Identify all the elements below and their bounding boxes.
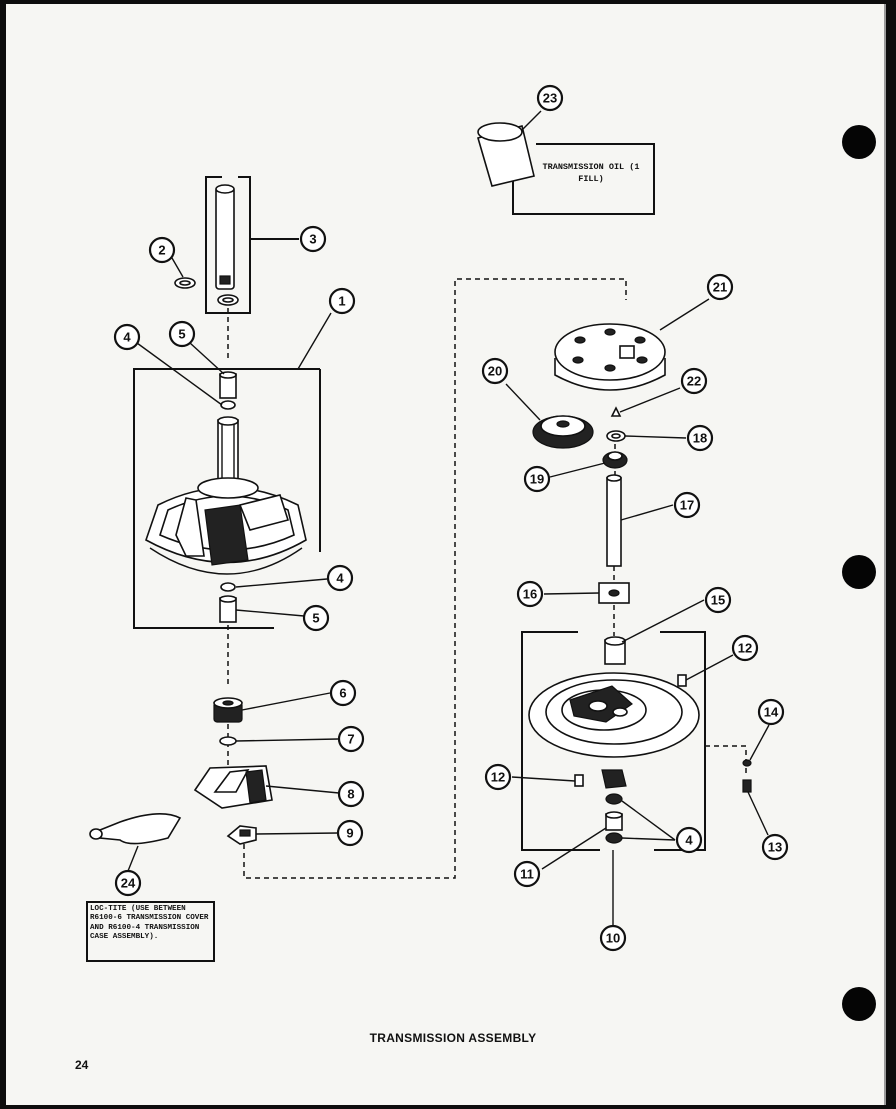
punch-hole-top: [842, 125, 876, 159]
washer-part-7: [219, 736, 237, 746]
svg-text:12: 12: [491, 770, 505, 785]
callout-20: 20: [481, 357, 509, 385]
svg-text:14: 14: [764, 705, 779, 720]
callout-14: 14: [757, 698, 785, 726]
seal-part-4-top: [220, 400, 236, 410]
callout-9: 9: [336, 819, 364, 847]
transmission-case-part-1: [145, 416, 307, 575]
large-gear-part-20: [532, 415, 594, 449]
svg-text:3: 3: [309, 232, 316, 247]
loctite-tube-part-24: [89, 813, 182, 845]
parts-diagram-page: 1 2 3 4 5 4 5 6 7 8 9 24 23 21 20 22 18 …: [6, 4, 886, 1105]
svg-text:19: 19: [530, 472, 544, 487]
svg-text:7: 7: [347, 732, 354, 747]
washer-part-2: [174, 277, 196, 289]
callout-numbers: 1 2 3 4 5 4 5 6 7 8 9 24 23 21 20 22 18 …: [113, 84, 789, 952]
svg-text:20: 20: [488, 364, 502, 379]
callout-13: 13: [761, 833, 789, 861]
svg-text:10: 10: [606, 931, 620, 946]
pulley-part-21: [554, 323, 666, 391]
seal-part-4-right-bottom: [605, 832, 623, 844]
transmission-oil-note: TRANSMISSION OIL (1 FILL): [542, 162, 640, 184]
diagram-title: TRANSMISSION ASSEMBLY: [369, 1031, 537, 1045]
shaft-part-17: [606, 474, 622, 567]
callout-12-bottom: 12: [484, 763, 512, 791]
callout-24: 24: [114, 869, 142, 897]
pin-part-22: [610, 406, 622, 417]
callout-4-top: 4: [113, 323, 141, 351]
svg-text:6: 6: [339, 686, 346, 701]
loctite-note: LOC-TITE (USE BETWEEN R6100-6 TRANSMISSI…: [90, 905, 209, 942]
svg-text:23: 23: [543, 91, 557, 106]
seal-part-4-bottom: [220, 582, 236, 592]
svg-text:15: 15: [711, 593, 725, 608]
screw-part-13: [742, 779, 752, 793]
pinion-part-19: [602, 451, 628, 469]
callout-16: 16: [516, 580, 544, 608]
callout-19: 19: [523, 465, 551, 493]
oil-bottle-part-23: [477, 122, 535, 187]
callout-5-bottom: 5: [302, 604, 330, 632]
svg-text:21: 21: [713, 280, 727, 295]
callout-12-top: 12: [731, 634, 759, 662]
plug-part-12-bottom: [574, 774, 584, 787]
seal-part-4-right-top: [605, 793, 623, 805]
callout-4-right: 4: [675, 826, 703, 854]
callout-5-top: 5: [168, 320, 196, 348]
svg-text:8: 8: [347, 787, 354, 802]
svg-text:13: 13: [768, 840, 782, 855]
shaft-tube-part: [215, 184, 235, 290]
callout-6: 6: [329, 679, 357, 707]
shifter-part-8: [193, 765, 273, 809]
washer-part-under-tube: [217, 294, 239, 306]
group-boxes: [133, 143, 706, 851]
punch-hole-middle: [842, 555, 876, 589]
plug-part-12-top: [677, 674, 687, 687]
screw-part-14: [742, 759, 752, 767]
svg-text:22: 22: [687, 374, 701, 389]
block-part-16: [598, 582, 630, 604]
gear-part-6: [213, 697, 243, 723]
svg-text:24: 24: [121, 876, 136, 891]
bushing-part-11: [605, 811, 623, 831]
callout-17: 17: [673, 491, 701, 519]
svg-text:18: 18: [693, 431, 707, 446]
svg-text:1: 1: [338, 294, 345, 309]
bushing-part-5-bottom: [219, 595, 237, 623]
callout-10: 10: [599, 924, 627, 952]
svg-text:5: 5: [178, 327, 185, 342]
callout-8: 8: [337, 780, 365, 808]
svg-text:4: 4: [123, 330, 131, 345]
svg-text:11: 11: [520, 867, 534, 882]
svg-text:9: 9: [346, 826, 353, 841]
callout-21: 21: [706, 273, 734, 301]
punch-hole-bottom: [842, 987, 876, 1021]
callout-15: 15: [704, 586, 732, 614]
svg-text:16: 16: [523, 587, 537, 602]
callout-23: 23: [536, 84, 564, 112]
svg-text:5: 5: [312, 611, 319, 626]
page-number: 24: [75, 1058, 89, 1072]
block-part-9: [226, 825, 257, 845]
cover-plate-part-10: [528, 672, 700, 789]
svg-text:4: 4: [685, 833, 693, 848]
callout-3: 3: [299, 225, 327, 253]
svg-text:17: 17: [680, 498, 694, 513]
callout-22: 22: [680, 367, 708, 395]
callout-7: 7: [337, 725, 365, 753]
callout-11: 11: [513, 860, 541, 888]
svg-text:2: 2: [158, 243, 165, 258]
callout-1: 1: [328, 287, 356, 315]
bushing-part-5-top: [219, 371, 237, 399]
loctite-note-box: [86, 901, 215, 962]
callout-2: 2: [148, 236, 176, 264]
svg-text:4: 4: [336, 571, 344, 586]
callout-4-middle: 4: [326, 564, 354, 592]
transmission-exploded-diagram: 1 2 3 4 5 4 5 6 7 8 9 24 23 21 20 22 18 …: [86, 84, 789, 962]
leader-lines: [127, 110, 770, 931]
callout-18: 18: [686, 424, 714, 452]
svg-text:12: 12: [738, 641, 752, 656]
bushing-part-15: [604, 636, 626, 665]
washer-part-18: [606, 430, 626, 442]
